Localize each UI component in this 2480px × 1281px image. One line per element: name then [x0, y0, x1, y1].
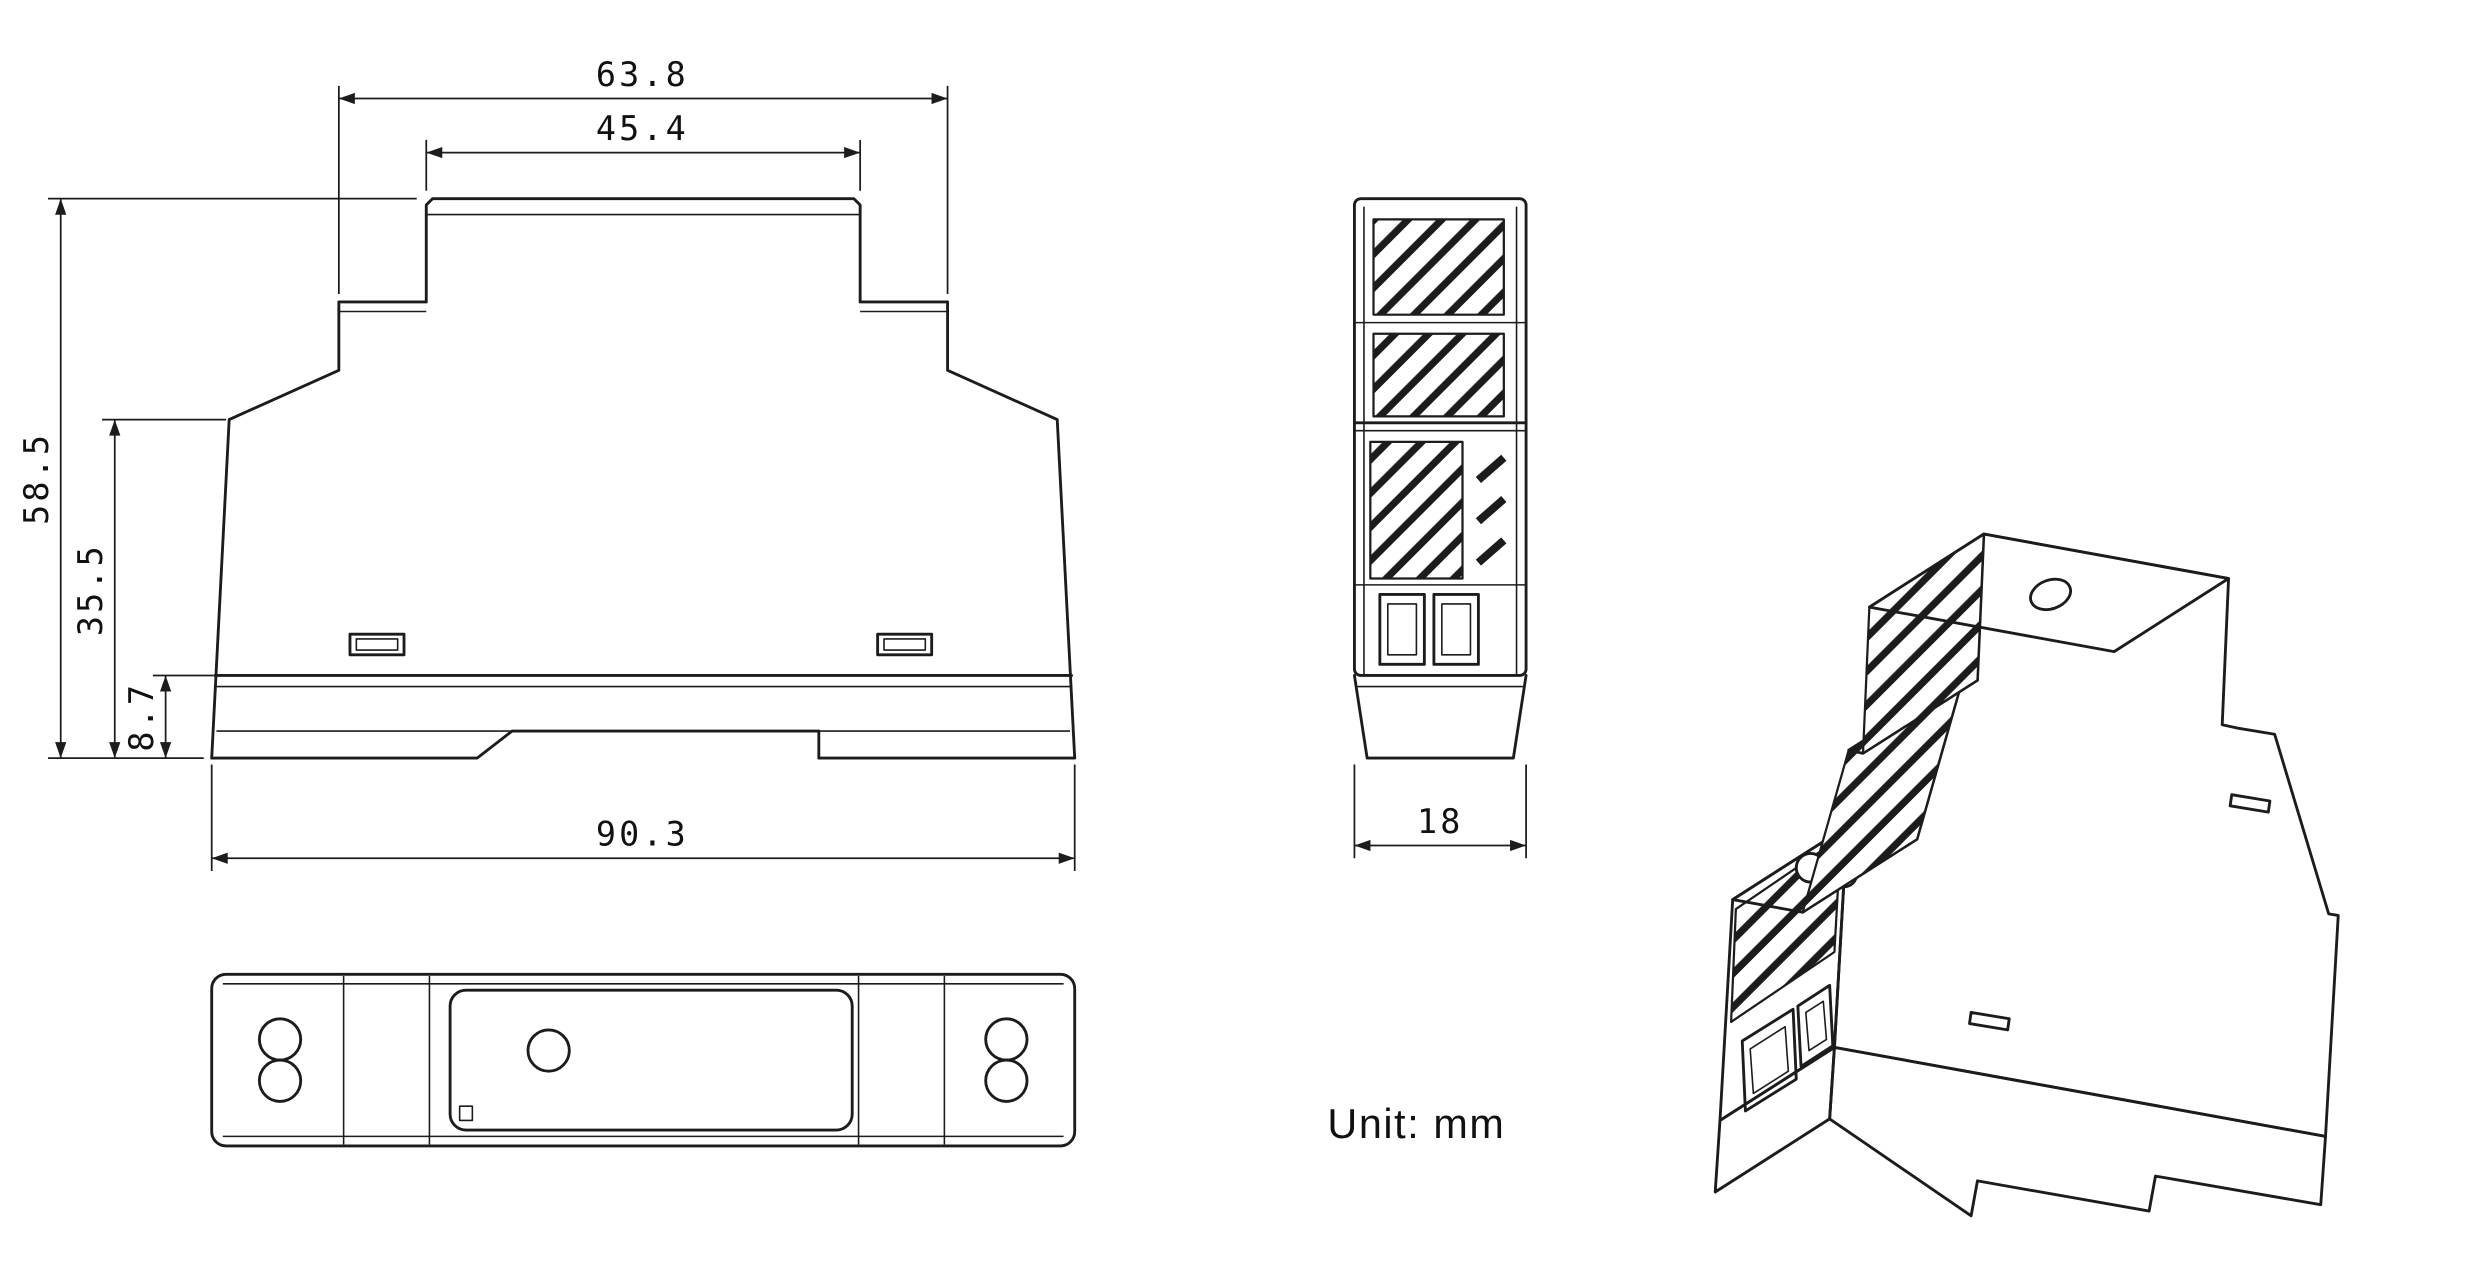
keyhole-slot-left [257, 1017, 303, 1103]
terminal-block-right [1432, 592, 1480, 666]
dim-label-top-inner-width: 45.4 [596, 109, 689, 148]
iso-slot-lower [1968, 1010, 2011, 1032]
mount-slot-left [348, 632, 406, 657]
keyhole-slot-right [984, 1017, 1029, 1103]
dim-label-top-outer-width: 63.8 [596, 55, 689, 94]
iso-terminal-block [1740, 983, 1835, 1113]
label-plate [448, 988, 854, 1132]
iso-base-front [1713, 1045, 1836, 1194]
dim-label-overall-width: 90.3 [596, 815, 689, 854]
side-base-taper [1353, 674, 1528, 760]
dim-depth: 18 [1353, 764, 1527, 859]
plate-hole [526, 1028, 571, 1073]
plate-notch [458, 1105, 474, 1122]
dim-label-total-height: 58.5 [17, 432, 56, 525]
dim-label-base-height: 8.7 [122, 682, 161, 752]
iso-slot-upper [2228, 793, 2272, 814]
mount-slot-right [876, 632, 934, 657]
iso-cap-top [1867, 532, 2230, 654]
iso-base [1828, 1045, 2327, 1218]
side-view-outline [1353, 197, 1528, 677]
bottom-view [210, 972, 1077, 1148]
vent-grille-lower [1369, 440, 1464, 580]
dim-total-height: 58.5 [17, 197, 417, 759]
side-view: 18 [1353, 197, 1528, 859]
front-view: 63.8 45.4 58.5 35.5 8.7 [17, 55, 1077, 871]
dim-top-outer-width: 63.8 [337, 55, 949, 295]
vent-grille-top [1372, 218, 1505, 316]
terminal-block-left [1378, 592, 1426, 666]
vent-grille-middle [1372, 332, 1505, 418]
dim-label-depth: 18 [1417, 802, 1464, 841]
dim-overall-width: 90.3 [210, 764, 1076, 871]
bottom-view-outline [210, 972, 1077, 1148]
iso-top-hole [2029, 577, 2073, 612]
dim-label-body-height: 35.5 [71, 543, 110, 636]
dim-body-height: 35.5 [71, 418, 227, 759]
dim-base-height: 8.7 [122, 674, 214, 759]
unit-label: Unit: mm [1327, 1101, 1505, 1147]
vent-slits-edge [1475, 454, 1507, 566]
dim-top-inner-width: 45.4 [425, 109, 862, 191]
isometric-view [1713, 532, 2340, 1218]
